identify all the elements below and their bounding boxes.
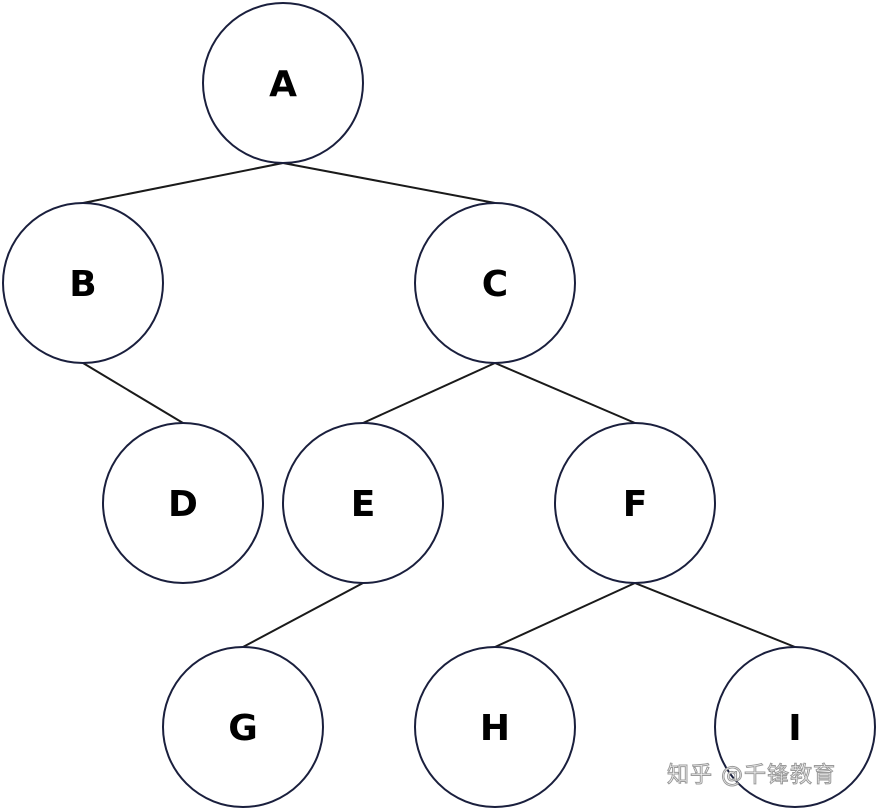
node-F: F [554,422,716,584]
node-C: C [414,202,576,364]
edge-C-E [362,362,496,424]
node-label: A [269,64,297,105]
node-circle [414,646,576,808]
node-circle [2,202,164,364]
edge-B-D [82,362,184,424]
edge-F-I [634,582,796,648]
node-label: I [788,708,801,749]
node-circle [554,422,716,584]
node-E: E [282,422,444,584]
node-label: F [623,484,648,525]
node-label: E [351,484,376,525]
node-circle [102,422,264,584]
edge-F-H [494,582,636,648]
node-label: D [168,484,198,525]
edge-E-G [242,582,364,648]
node-label: H [480,708,510,749]
node-B: B [2,202,164,364]
node-I: I [714,646,876,808]
node-D: D [102,422,264,584]
node-H: H [414,646,576,808]
node-circle [714,646,876,808]
edge-A-C [282,162,496,204]
node-label: B [69,264,96,305]
node-circle [414,202,576,364]
node-label: G [228,708,258,749]
node-label: C [482,264,508,305]
node-circle [162,646,324,808]
node-circle [202,2,364,164]
watermark: 知乎 @千锋教育 [667,763,836,789]
node-A: A [202,2,364,164]
node-circle [282,422,444,584]
edge-C-F [494,362,636,424]
edge-A-B [82,162,284,204]
node-G: G [162,646,324,808]
